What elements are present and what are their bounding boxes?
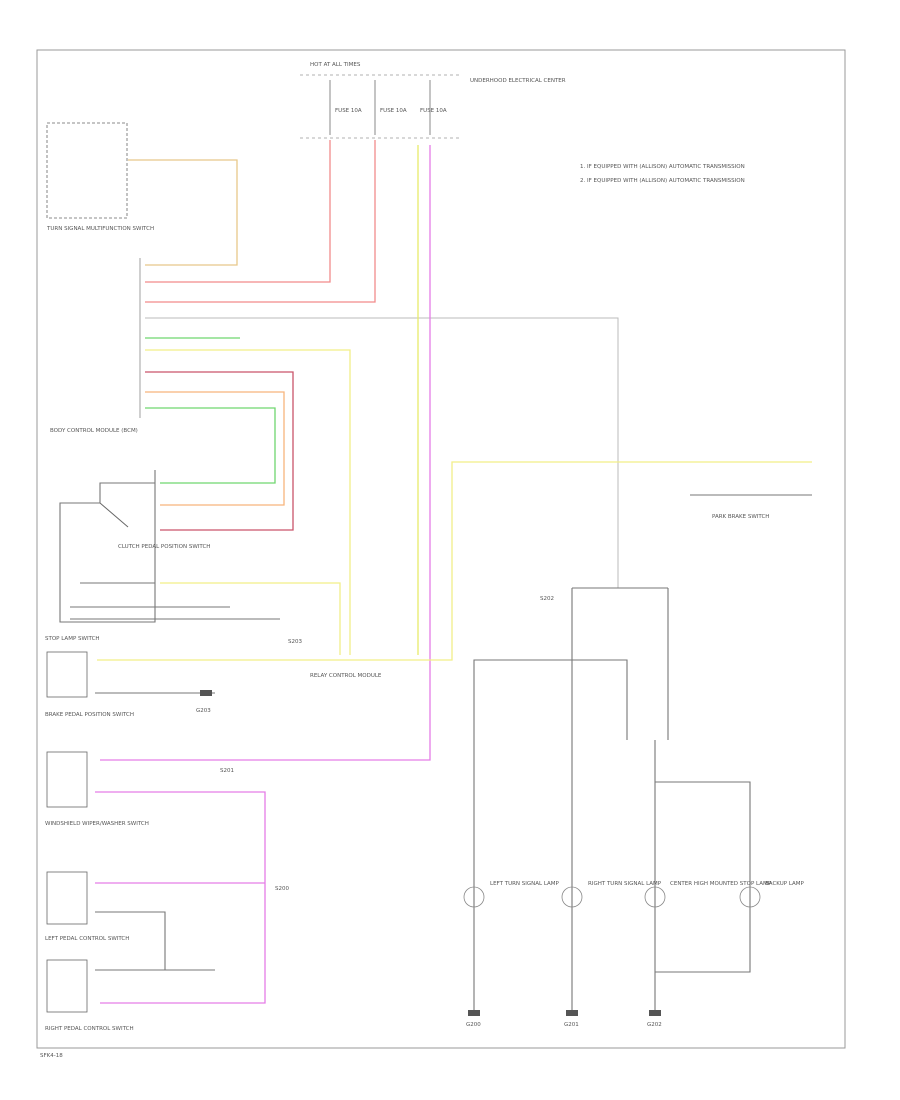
wire-orange bbox=[145, 391, 285, 506]
lamp-ctr2-wire bbox=[655, 781, 751, 973]
svg-text:CENTER HIGH MOUNTED STOP LAMP: CENTER HIGH MOUNTED STOP LAMP bbox=[670, 881, 772, 887]
wire-yellow-clutch bbox=[160, 582, 341, 655]
left-pedal-label: LEFT PEDAL CONTROL SWITCH bbox=[45, 936, 129, 942]
fuse-3: FUSE 10A bbox=[420, 80, 447, 135]
left-turn-lamp: LEFT TURN SIGNAL LAMP bbox=[463, 881, 560, 908]
fuse-1: FUSE 10A bbox=[329, 80, 362, 135]
wire-yellow-1 bbox=[145, 349, 351, 655]
center-stop-lamp: CENTER HIGH MOUNTED STOP LAMP bbox=[644, 881, 772, 908]
underhood-label: UNDERHOOD ELECTRICAL CENTER bbox=[470, 78, 566, 84]
svg-text:FUSE 10A: FUSE 10A bbox=[380, 108, 407, 114]
clutch-switch-frame bbox=[59, 470, 156, 623]
splice-s202: S202 bbox=[540, 596, 554, 602]
note-1: 1. IF EQUIPPED WITH (ALLISON) AUTOMATIC … bbox=[580, 164, 745, 170]
fuse-block-label: HOT AT ALL TIMES bbox=[310, 62, 361, 68]
stop-lamp-switch-box bbox=[46, 651, 88, 698]
wire-yellow-parkbrake bbox=[97, 461, 812, 661]
stop-lamp-switch-label: STOP LAMP SWITCH bbox=[45, 636, 100, 642]
clutch-switch-label: CLUTCH PEDAL POSITION SWITCH bbox=[118, 544, 210, 550]
ground-g201: G201 bbox=[564, 1010, 579, 1028]
wire-grey-bcm bbox=[145, 317, 619, 588]
svg-text:FUSE 10A: FUSE 10A bbox=[420, 108, 447, 114]
svg-text:BACKUP LAMP: BACKUP LAMP bbox=[765, 881, 805, 887]
svg-text:G200: G200 bbox=[466, 1022, 481, 1028]
bcm-label: BODY CONTROL MODULE (BCM) bbox=[50, 428, 138, 434]
wire-green-2 bbox=[145, 407, 276, 484]
right-turn-lamp: RIGHT TURN SIGNAL LAMP bbox=[561, 881, 662, 908]
fuse-2: FUSE 10A bbox=[374, 80, 407, 135]
splice-s200: S200 bbox=[275, 886, 289, 892]
ground-g200: G200 bbox=[466, 1010, 481, 1028]
wire-red-2 bbox=[145, 140, 376, 303]
splice-s201: S201 bbox=[220, 768, 234, 774]
wire-tan-turnsignal bbox=[128, 159, 238, 266]
left-pedal-box bbox=[46, 871, 88, 925]
svg-text:G201: G201 bbox=[564, 1022, 579, 1028]
right-pedal-label: RIGHT PEDAL CONTROL SWITCH bbox=[45, 1026, 134, 1032]
ground-g203: G203 bbox=[196, 690, 212, 714]
svg-text:G202: G202 bbox=[647, 1022, 662, 1028]
windshield-switch-label: WINDSHIELD WIPER/WASHER SWITCH bbox=[45, 821, 149, 827]
turn-signal-switch-box bbox=[46, 122, 128, 219]
wire-darkred bbox=[145, 371, 294, 531]
splice-s203: S203 bbox=[288, 639, 302, 645]
relay-label: RELAY CONTROL MODULE bbox=[310, 673, 382, 679]
park-brake-label: PARK BRAKE SWITCH bbox=[712, 514, 769, 520]
right-pedal-box bbox=[46, 959, 88, 1013]
lamp-center-branch bbox=[572, 659, 628, 740]
svg-text:RIGHT TURN SIGNAL LAMP: RIGHT TURN SIGNAL LAMP bbox=[588, 881, 662, 887]
svg-text:LEFT TURN SIGNAL LAMP: LEFT TURN SIGNAL LAMP bbox=[490, 881, 560, 887]
lamp-left-branch bbox=[473, 659, 572, 1010]
ground-g202: G202 bbox=[647, 1010, 662, 1028]
wire-magenta-2 bbox=[95, 791, 266, 1004]
diagram-frame bbox=[36, 49, 846, 1049]
windshield-switch-box bbox=[46, 751, 88, 808]
wire-red-1 bbox=[145, 140, 331, 283]
turn-signal-switch-label: TURN SIGNAL MULTIFUNCTION SWITCH bbox=[46, 226, 154, 232]
svg-text:G203: G203 bbox=[196, 708, 211, 714]
clutch-switch-contact bbox=[99, 502, 129, 528]
brake-switch-label: BRAKE PEDAL POSITION SWITCH bbox=[45, 712, 134, 718]
wire-magenta-main bbox=[100, 145, 431, 761]
note-2: 2. IF EQUIPPED WITH (ALLISON) AUTOMATIC … bbox=[580, 178, 745, 184]
footer-code: SFK4-18 bbox=[40, 1053, 63, 1059]
backup-lamp: BACKUP LAMP bbox=[739, 881, 805, 908]
svg-text:FUSE 10A: FUSE 10A bbox=[335, 108, 362, 114]
